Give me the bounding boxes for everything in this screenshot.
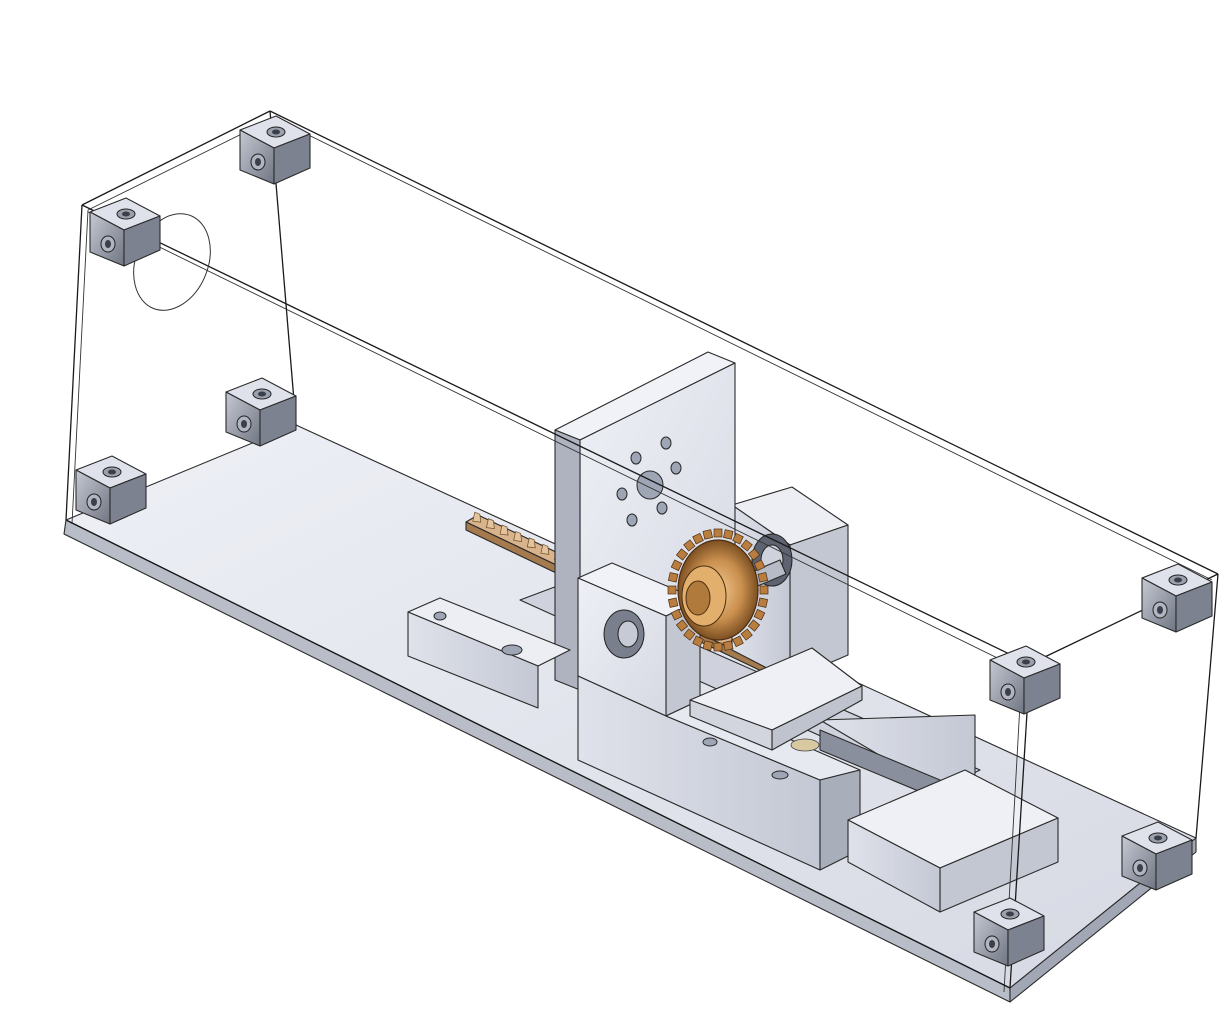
corner-bracket-icon [973, 897, 1045, 967]
corner-bracket-icon [239, 115, 311, 185]
motor-block [847, 769, 1059, 913]
front-l-bracket [577, 562, 861, 871]
corner-bracket-icon [1141, 563, 1213, 633]
enclosure-front-edges [65, 110, 1219, 993]
corner-bracket-icon [89, 197, 161, 267]
corner-bracket-icon [989, 645, 1061, 715]
left-bracket-foot [407, 597, 571, 709]
mounting-plate-icon [616, 436, 682, 527]
carriage-tray [689, 647, 863, 752]
corner-bracket-icon [225, 377, 297, 447]
corner-bracket-icon [75, 455, 147, 525]
spur-gear [667, 528, 769, 652]
enclosure-back-edges [269, 110, 1219, 839]
corner-bracket-icon [1121, 821, 1193, 891]
corner-brackets [75, 115, 1213, 967]
